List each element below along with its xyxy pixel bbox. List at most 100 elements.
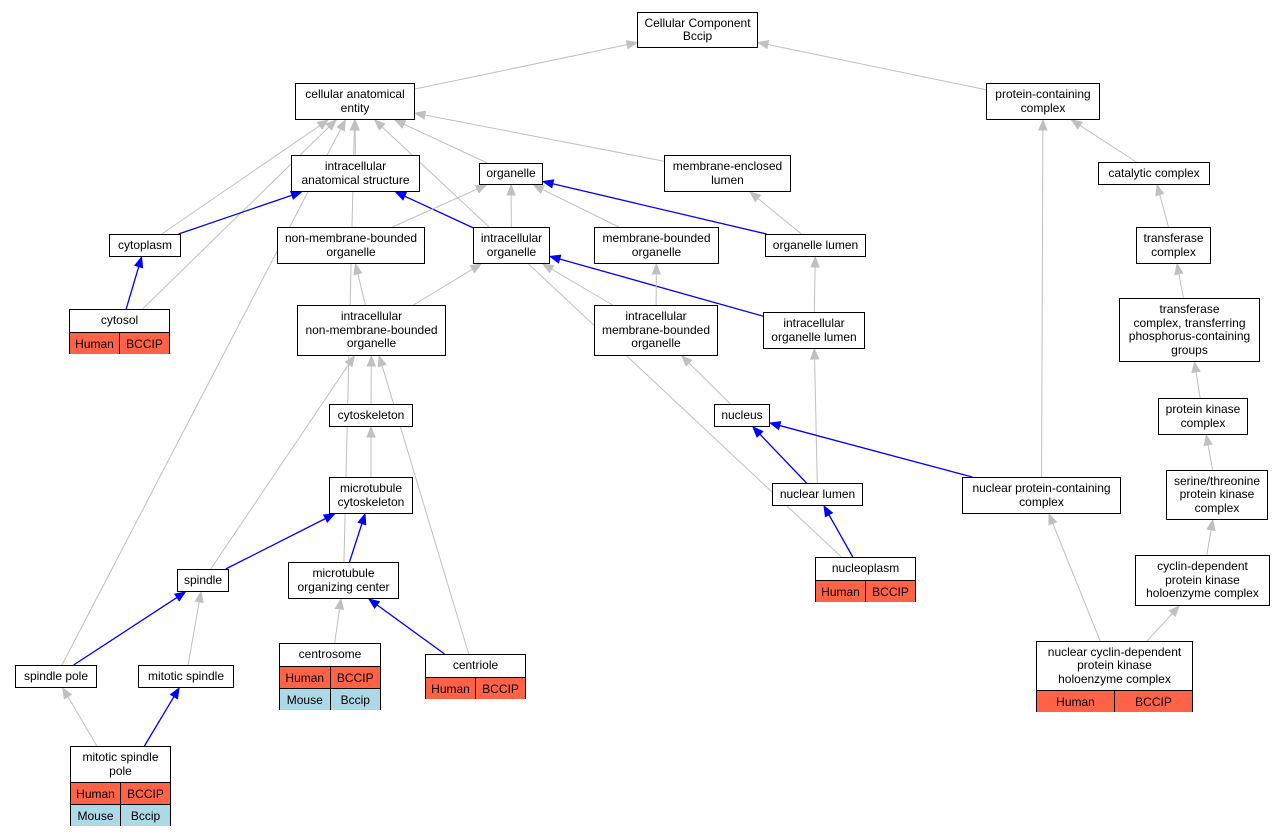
node-intracellular-organelle[interactable]: intracellular organelle [473,227,550,264]
node-root[interactable]: Cellular Component Bccip [637,12,758,48]
edge-mel-to-cae [424,114,665,162]
node-microtubule-cytoskeleton[interactable]: microtubule cytoskeleton [329,477,413,514]
node-cytoplasm[interactable]: cytoplasm [109,234,181,257]
node-serine-threonine-protein-kinase-complex[interactable]: serine/threonine protein kinase complex [1166,470,1268,520]
arrowhead-mbo-to-organelle [532,184,545,194]
node-non-membrane-bounded-organelle[interactable]: non-membrane-bounded organelle [277,227,425,264]
node-label: mitotic spindle pole [71,747,170,783]
node-cellular-anatomical-entity[interactable]: cellular anatomical entity [295,83,415,120]
edge-spindle-to-inmbo [210,364,350,570]
node-nuclear-lumen[interactable]: nuclear lumen [772,483,863,506]
arrowhead-cytoplasm-to-ias [289,190,303,200]
node-spindle[interactable]: spindle [177,569,229,592]
arrowhead-mtcs-to-cytoskeleton [366,425,376,438]
edge-cae-to-root [414,44,628,90]
edge-ncdpkh-to-npcc [1052,523,1101,642]
arrowhead-msp-to-mspindle [169,686,180,700]
arrowhead-cdpkh-to-stpkc [1206,518,1216,532]
arrowhead-cytoplasm-to-cae [316,119,330,130]
arrowhead-olumen-to-organelle [541,179,555,189]
node-transferase-complex-transferring-phosphorus-containing-groups[interactable]: transferase complex, transferring phosph… [1119,298,1260,362]
edge-cytoplasm-to-cae [161,125,321,235]
node-cyclin-dependent-protein-kinase-holoenzyme-complex[interactable]: cyclin-dependent protein kinase holoenzy… [1135,555,1270,606]
arrowhead-ncdpkh-to-npcc [1048,512,1058,526]
edge-iol-to-io [559,258,764,317]
edge-pkc-to-tcpg [1195,371,1201,399]
arrowhead-cytoskeleton-to-inmbo [366,354,377,367]
species-cell: Human [1037,691,1115,712]
node-intracellular-membrane-bounded-organelle[interactable]: intracellular membrane-bounded organelle [594,305,718,356]
node-protein-kinase-complex[interactable]: protein kinase complex [1158,398,1248,435]
node-microtubule-organizing-center[interactable]: microtubule organizing center [288,562,399,599]
edge-nlumen-to-iol [814,358,818,484]
annotation-row: Mouse Bccip [71,805,170,826]
node-mitotic-spindle-pole[interactable]: mitotic spindle pole Human BCCIP Mouse B… [70,746,171,826]
edge-nucleoplasm-to-nlumen [828,514,854,558]
arrowhead-imbo-to-io [541,263,555,274]
node-membrane-bounded-organelle[interactable]: membrane-bounded organelle [594,227,719,264]
node-nuclear-cyclin-dependent-protein-kinase-holoenzyme-complex[interactable]: nuclear cyclin-dependent protein kinase … [1036,641,1193,712]
node-cytoskeleton[interactable]: cytoskeleton [329,404,413,427]
edge-nmbo-to-organelle [392,188,478,228]
node-mitotic-spindle[interactable]: mitotic spindle [138,665,234,688]
node-centriole[interactable]: centriole Human BCCIP [425,654,526,699]
edge-cytosol-to-cytoplasm [125,266,140,310]
arrowhead-cytosol-to-cytoplasm [134,255,144,269]
node-organelle-lumen[interactable]: organelle lumen [765,234,866,257]
arrowhead-nucleoplasm-to-cae [373,119,386,131]
gene-cell: BCCIP [120,333,169,354]
species-cell: Human [280,667,331,688]
species-cell: Human [816,581,866,602]
edge-pcc-to-root [767,44,987,91]
arrowhead-nlumen-to-iol [809,347,820,360]
node-intracellular-anatomical-structure[interactable]: intracellular anatomical structure [291,155,420,192]
arrowhead-cytosol-to-cae [325,119,338,131]
arrowhead-nucleus-to-imbo [680,355,693,367]
arrowhead-imbo-to-mbo [651,262,662,275]
gene-cell: BCCIP [866,581,915,602]
arrowhead-mtoc-to-mtcs [357,512,367,526]
node-centrosome[interactable]: centrosome Human BCCIP Mouse Bccip [279,643,381,710]
node-nuclear-protein-containing-complex[interactable]: nuclear protein-containing complex [962,477,1121,514]
edge-nlumen-to-nucleus [759,433,807,484]
node-membrane-enclosed-lumen[interactable]: membrane-enclosed lumen [664,155,791,192]
gene-cell: BCCIP [476,678,525,699]
node-spindle-pole[interactable]: spindle pole [15,665,97,688]
node-transferase-complex[interactable]: transferase complex [1136,227,1211,264]
arrowhead-nmbo-to-organelle [474,184,488,194]
node-label: nucleoplasm [816,558,915,581]
arrowhead-npcc-to-nucleus [768,421,782,431]
node-nucleoplasm[interactable]: nucleoplasm Human BCCIP [815,557,916,602]
edge-olumen-to-mel [757,197,802,235]
edge-mtoc-to-mtcs [348,523,363,563]
node-intracellular-non-membrane-bounded-organelle[interactable]: intracellular non-membrane-bounded organ… [297,305,446,356]
arrowhead-pkc-to-tcpg [1191,360,1201,374]
edge-iol-to-olumen [813,266,816,313]
annotation-row: Human BCCIP [70,333,169,354]
arrowhead-cae-to-root [625,40,639,50]
arrowhead-inmbo-to-io [469,263,483,274]
arrowhead-catalytic-to-pcc [1070,119,1083,130]
node-label: cytosol [70,310,169,333]
node-cytosol[interactable]: cytosol Human BCCIP [69,309,170,354]
arrowhead-npcc-to-pcc [1038,118,1048,131]
node-nucleus[interactable]: nucleus [714,404,770,427]
node-intracellular-organelle-lumen[interactable]: intracellular organelle lumen [763,312,865,349]
node-protein-containing-complex[interactable]: protein-containing complex [986,83,1100,120]
species-cell: Mouse [280,689,331,710]
edge-centriole-to-mtoc [376,604,445,655]
edge-spole-to-spindle [73,596,178,666]
arrowhead-nucleoplasm-to-nlumen [823,504,834,518]
arrowhead-tcpg-to-transferase [1174,262,1184,276]
edge-nucleus-to-imbo [688,362,731,405]
gene-cell: BCCIP [121,783,170,804]
arrowhead-iol-to-io [548,254,562,264]
arrowhead-olumen-to-mel [749,191,762,203]
node-catalytic-complex[interactable]: catalytic complex [1098,162,1210,185]
species-cell: Mouse [71,805,121,826]
edge-mbo-to-organelle [542,188,620,228]
node-organelle[interactable]: organelle [479,163,543,185]
arrowhead-spindle-to-mtcs [322,513,336,523]
node-label: nuclear cyclin-dependent protein kinase … [1037,642,1192,691]
